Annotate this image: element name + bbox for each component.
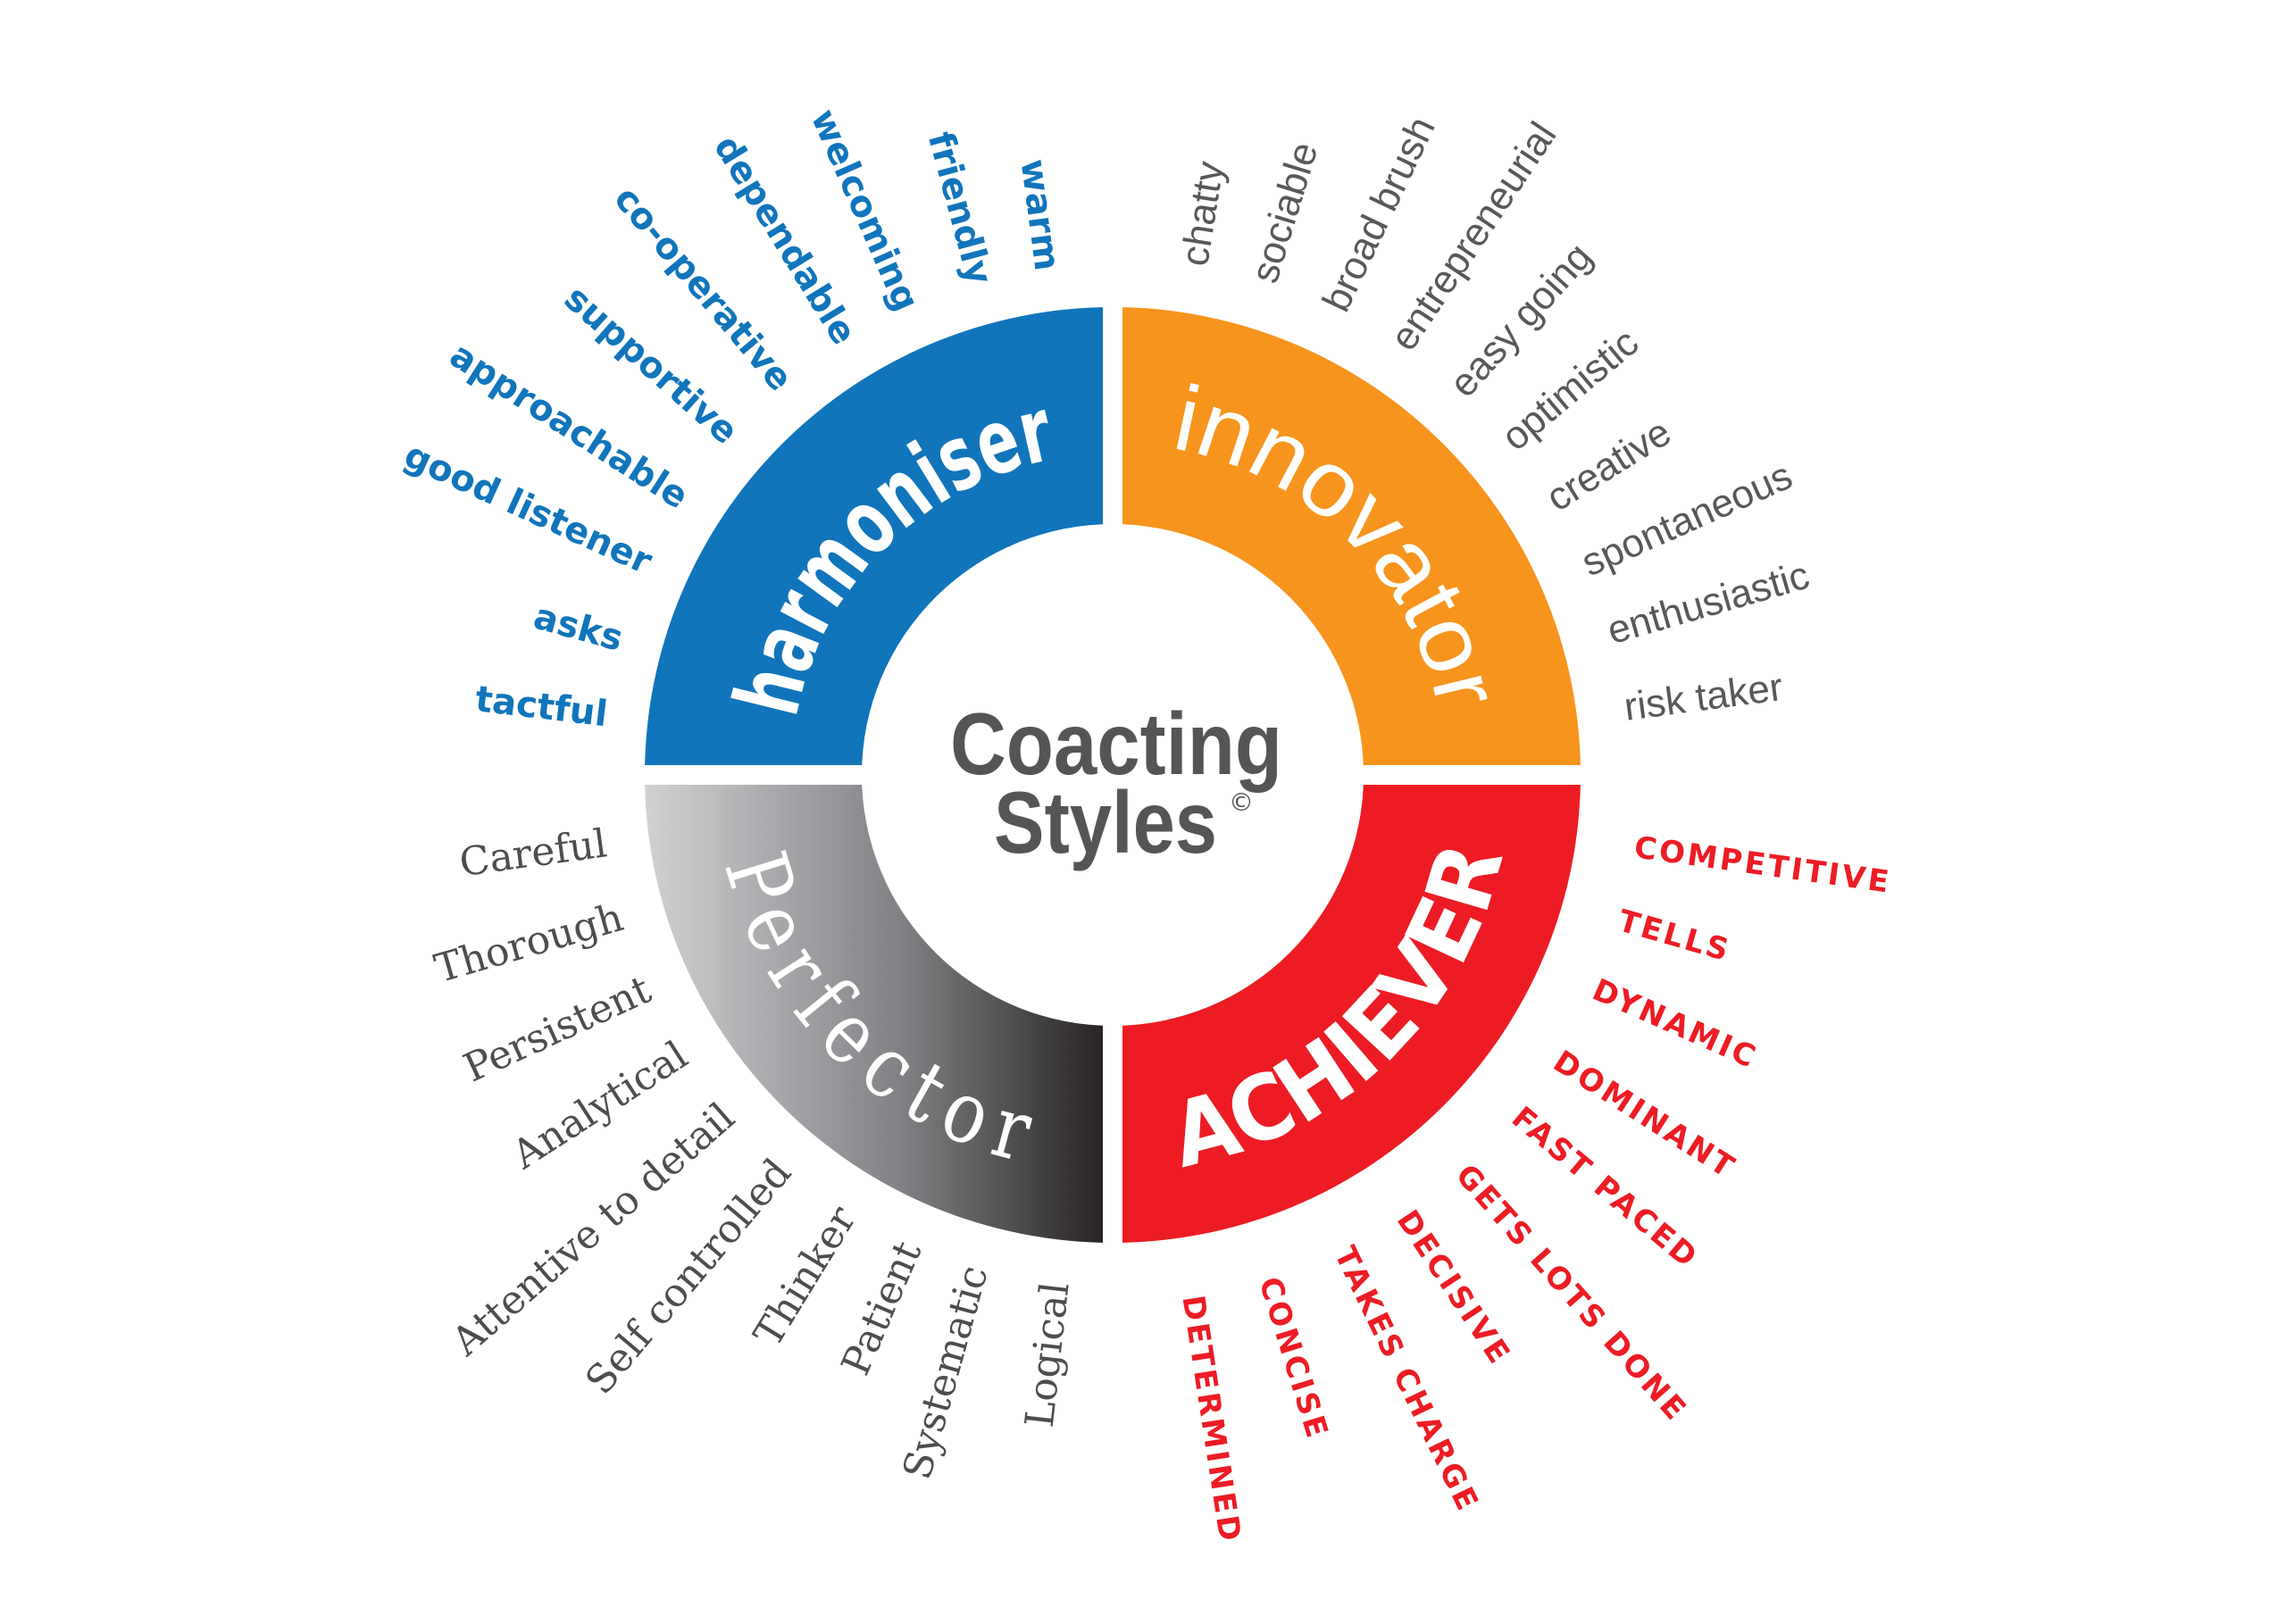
perfector-trait-careful: Careful	[457, 820, 610, 886]
title-line2: Styles	[994, 773, 1217, 871]
copyright-mark: ©	[1229, 787, 1254, 817]
achiever-trait-dynamic: DYNAMIC	[1587, 972, 1763, 1077]
innovator-trait-enthusiastic: enthusiastic	[1603, 554, 1815, 654]
achiever-trait-gets-lots-done: GETS LOTS DONE	[1448, 1158, 1694, 1429]
achiever-trait-competitive: COMPETITIVE	[1632, 829, 1894, 900]
achiever-trait-concise: CONCISE	[1251, 1273, 1335, 1445]
achiever-trait-tells: TELLS	[1615, 903, 1735, 969]
title-line1: Coacting	[950, 695, 1282, 793]
perfector-trait-thorough: Thorough	[430, 895, 628, 992]
harmoniser-trait-friendly: friendly	[920, 128, 1000, 289]
ring	[640, 303, 1585, 1247]
innovator-trait-sociable: sociable	[1243, 137, 1327, 288]
perfector-trait-patient: Patient	[833, 1235, 931, 1382]
achiever-trait-determined: DETERMINED	[1174, 1293, 1247, 1545]
harmoniser-segment	[645, 307, 1113, 775]
innovator-trait-risk-taker: risk taker	[1622, 665, 1785, 729]
innovator-trait-chatty: chatty	[1172, 158, 1232, 269]
harmoniser-trait-warm: warm	[1013, 156, 1068, 272]
perfector-segment	[645, 775, 1113, 1243]
achiever-segment	[1113, 775, 1581, 1243]
perfector-trait-logical: Logical	[1017, 1280, 1079, 1430]
horizontal-divider	[640, 765, 1585, 785]
center-title: Coacting Styles ©	[950, 695, 1282, 871]
innovator-segment	[1113, 307, 1581, 775]
harmoniser-trait-asks: asks	[530, 596, 628, 660]
harmoniser-trait-tactful: tactful	[473, 679, 610, 735]
